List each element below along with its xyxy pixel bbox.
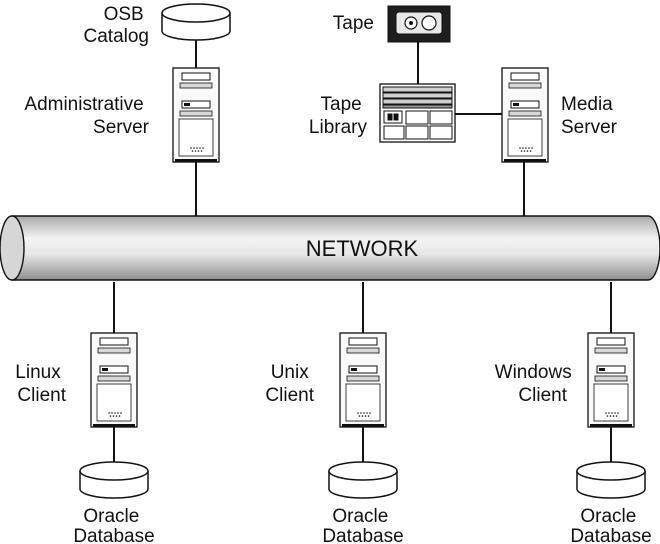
windows-client-icon: [587, 332, 635, 428]
tape-icon: [387, 5, 451, 43]
tape-library-label: Tape Library: [309, 94, 368, 138]
oracle-database-right-icon: [576, 461, 646, 499]
oracle-database-left-icon: [79, 461, 149, 499]
tape-label: Tape: [333, 13, 374, 34]
unix-client-label: Unix Client: [265, 362, 314, 406]
media-server-label: Media Server: [561, 94, 618, 138]
tape-library-icon: [379, 83, 456, 143]
oracle-database-center-label: Oracle Database: [322, 506, 403, 544]
oracle-database-center-icon: [328, 461, 398, 499]
network-label: NETWORK: [306, 236, 419, 261]
oracle-database-right-label: Oracle Database: [570, 506, 651, 544]
unix-client-icon: [339, 332, 387, 428]
osb-catalog-disk-icon: [161, 3, 231, 41]
media-server-icon: [501, 67, 549, 163]
windows-client-label: Windows Client: [495, 362, 577, 406]
administrative-server-icon: [172, 67, 220, 163]
osb-catalog-label: OSB Catalog: [84, 4, 150, 47]
oracle-database-left-label: Oracle Database: [73, 506, 154, 544]
linux-client-icon: [90, 332, 138, 428]
administrative-server-label: Administrative Server: [24, 94, 149, 138]
network-backbone: NETWORK: [0, 215, 660, 281]
connection-lines: [113, 28, 612, 466]
linux-client-label: Linux Client: [15, 362, 66, 406]
